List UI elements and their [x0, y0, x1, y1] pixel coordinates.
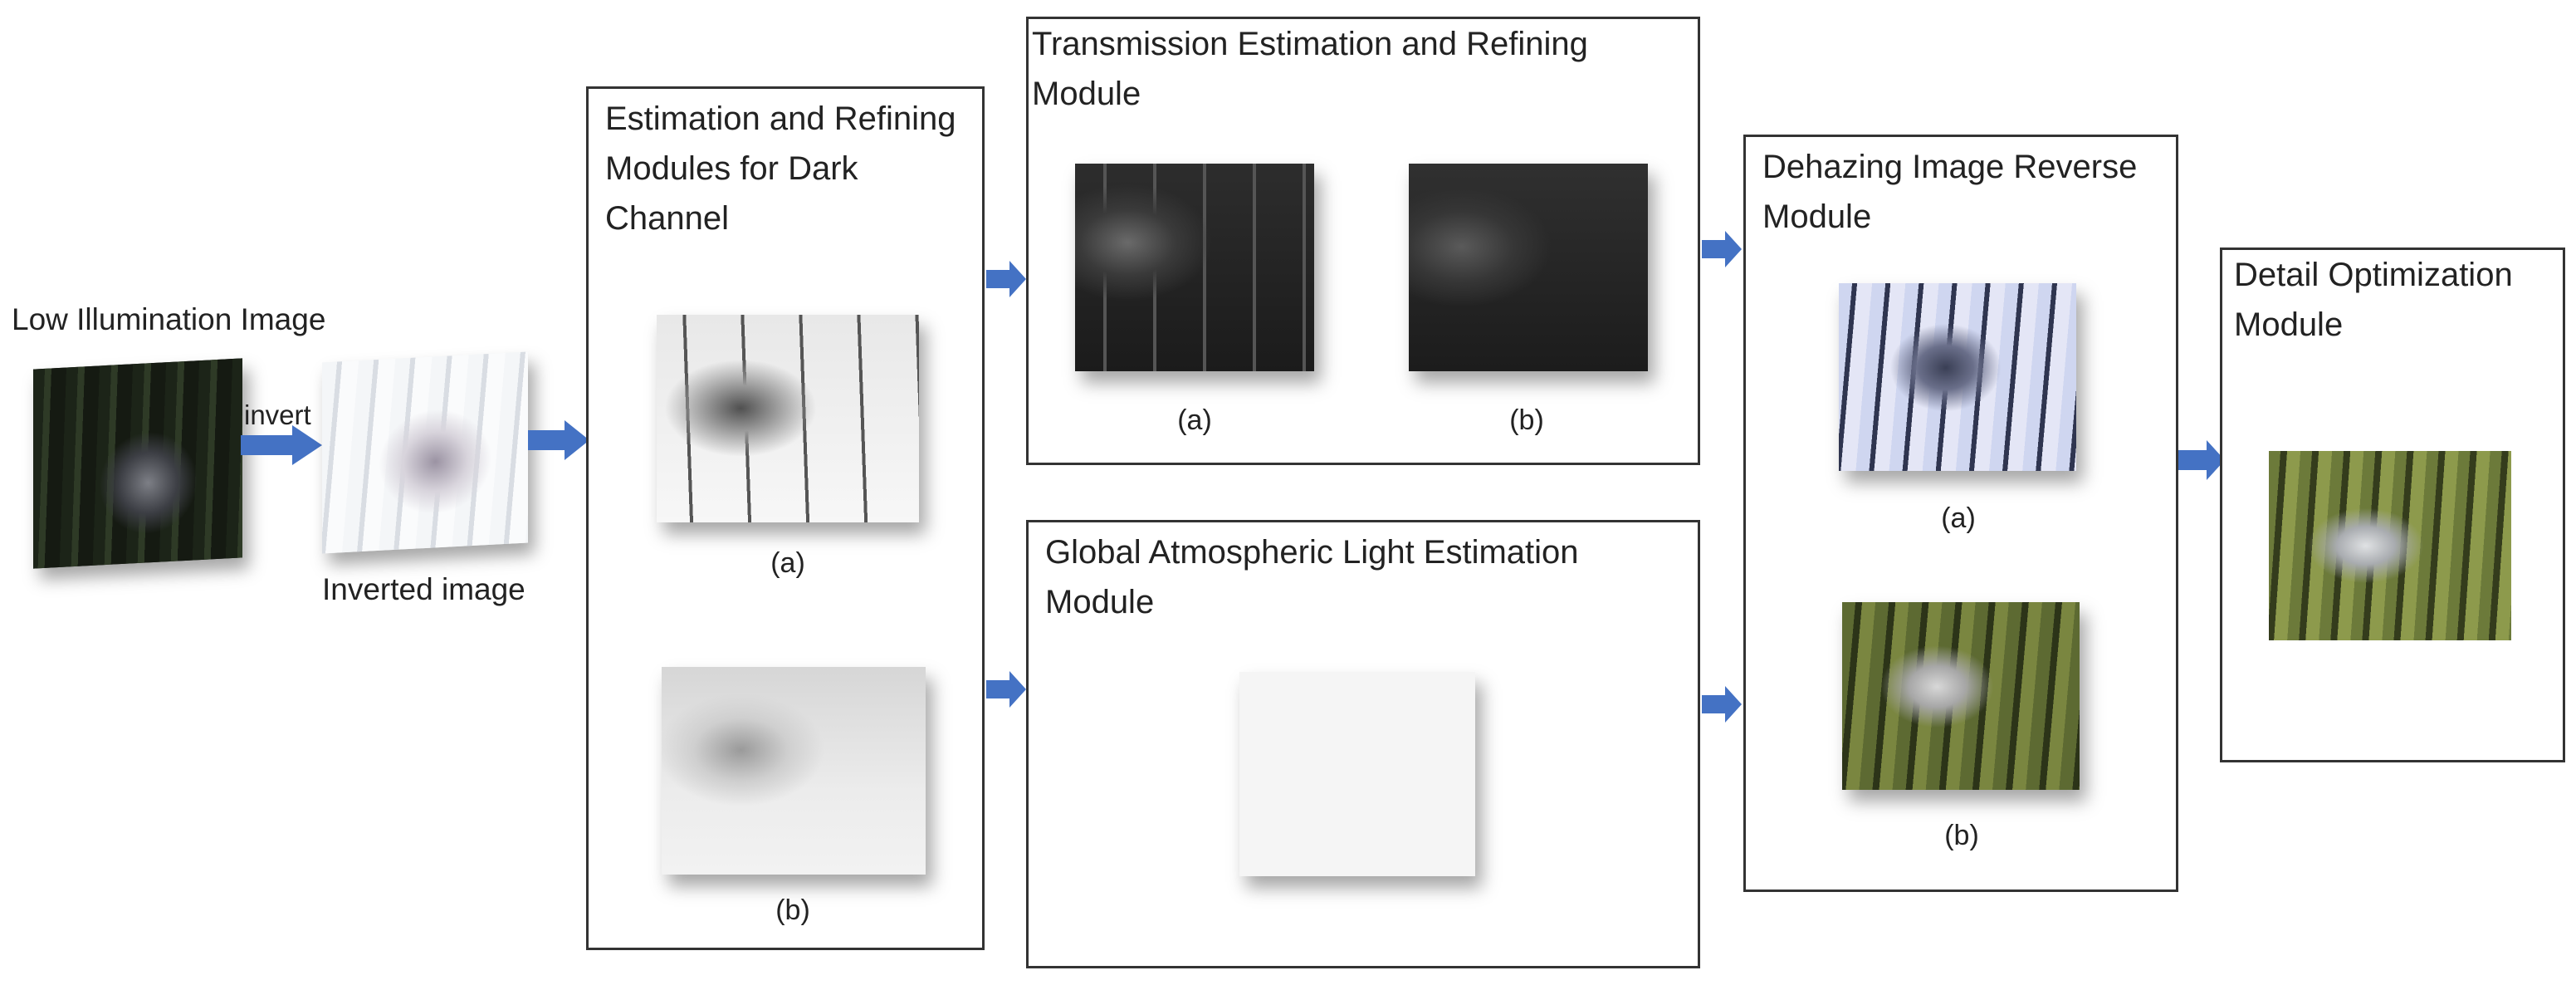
to-transmission-arrow-icon — [986, 261, 1026, 297]
detail-title-line-1: Detail Optimization — [2234, 257, 2513, 293]
to-atmospheric-arrow-icon — [986, 671, 1026, 708]
dark-channel-image-a — [657, 315, 919, 522]
dehazing-caption-b: (b) — [1944, 820, 1979, 851]
transmission-module: Transmission Estimation and Refining Mod… — [1026, 17, 1700, 465]
atmospheric-light-module: Global Atmospheric Light Estimation Modu… — [1026, 520, 1700, 968]
dark-channel-title: Estimation and Refining Modules for Dark… — [605, 94, 956, 243]
dehazing-caption-a: (a) — [1941, 502, 1976, 534]
atmospheric-to-dehazing-arrow-icon — [1702, 686, 1742, 723]
transmission-title-line-1: Transmission Estimation and Refining — [1032, 26, 1588, 62]
inverted-image — [322, 351, 528, 554]
atmospheric-title-line-1: Global Atmospheric Light Estimation — [1045, 534, 1579, 571]
atmospheric-title: Global Atmospheric Light Estimation Modu… — [1045, 527, 1579, 627]
detail-optimized-image — [2269, 451, 2511, 640]
invert-label: invert — [244, 399, 311, 430]
dark-channel-caption-b: (b) — [775, 894, 810, 926]
low-illumination-image — [33, 358, 242, 569]
dark-channel-title-line-3: Channel — [605, 200, 730, 237]
transmission-title: Transmission Estimation and Refining Mod… — [1032, 19, 1588, 119]
atmospheric-title-line-2: Module — [1045, 584, 1155, 620]
transmission-to-dehazing-arrow-icon — [1702, 231, 1742, 267]
low-illumination-title: Low Illumination Image — [12, 302, 326, 336]
dark-channel-title-line-2: Modules for Dark — [605, 150, 858, 187]
inverted-image-caption: Inverted image — [322, 572, 525, 606]
dark-channel-caption-a: (a) — [770, 547, 805, 579]
to-detail-arrow-icon — [2178, 440, 2225, 480]
atmospheric-light-image — [1239, 672, 1475, 876]
transmission-title-line-2: Module — [1032, 76, 1141, 112]
detail-title-line-2: Module — [2234, 306, 2344, 343]
detail-optimization-module: Detail Optimization Module — [2220, 248, 2565, 762]
transmission-image-b — [1409, 164, 1648, 371]
dehazing-reverse-module: Dehazing Image Reverse Module (a) (b) — [1743, 135, 2178, 892]
dark-channel-title-line-1: Estimation and Refining — [605, 100, 956, 137]
dehazing-title: Dehazing Image Reverse Module — [1762, 142, 2137, 242]
dehazing-image-b — [1842, 602, 2080, 790]
invert-arrow-icon — [241, 425, 322, 465]
dehazing-title-line-1: Dehazing Image Reverse — [1762, 149, 2138, 185]
detail-title: Detail Optimization Module — [2234, 250, 2513, 350]
transmission-caption-b: (b) — [1509, 404, 1544, 436]
dark-channel-image-b — [662, 667, 926, 875]
transmission-image-a — [1075, 164, 1314, 371]
to-dark-channel-arrow-icon — [528, 420, 589, 460]
dehazing-title-line-2: Module — [1762, 198, 1872, 235]
dehazing-image-a — [1839, 283, 2076, 471]
dark-channel-module: Estimation and Refining Modules for Dark… — [586, 86, 985, 950]
transmission-caption-a: (a) — [1177, 404, 1212, 436]
